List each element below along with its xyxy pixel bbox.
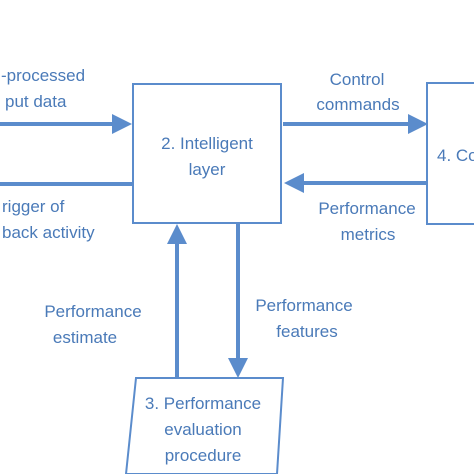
trigger-label-line2: back activity — [2, 223, 95, 242]
performance-metrics-label-line1: Performance — [318, 199, 415, 218]
evaluation-node: 3. Performance evaluation procedure — [124, 377, 285, 474]
performance-metrics-label-line2: metrics — [341, 225, 396, 244]
evaluation-box — [124, 377, 285, 474]
intelligent-layer-label-line1: 2. Intelligent — [161, 134, 253, 153]
control-commands-label-line1: Control — [330, 70, 385, 89]
evaluation-label-line3: procedure — [165, 446, 242, 465]
evaluation-label-line2: evaluation — [164, 420, 242, 439]
performance-estimate-arrow — [167, 224, 187, 378]
control-block-box — [426, 82, 474, 225]
performance-metrics-arrow — [284, 173, 427, 193]
evaluation-label-line1: 3. Performance — [145, 394, 261, 413]
performance-features-label-line2: features — [276, 322, 337, 341]
control-commands-arrow — [283, 114, 428, 134]
performance-estimate-label-line1: Performance — [44, 302, 141, 321]
intelligent-layer-box — [132, 83, 282, 224]
trigger-label-line1: rigger of — [2, 197, 65, 216]
preprocessed-input-label-line1: -processed — [1, 66, 85, 85]
control-commands-label-line2: commands — [316, 95, 399, 114]
preprocessed-input-arrow — [0, 114, 132, 134]
control-block-node: 4. Co — [426, 82, 474, 225]
performance-estimate-label-line2: estimate — [53, 328, 117, 347]
intelligent-layer-label-line2: layer — [189, 160, 226, 179]
preprocessed-input-label-line2: put data — [5, 92, 67, 111]
performance-features-label-line1: Performance — [255, 296, 352, 315]
performance-features-arrow — [228, 224, 248, 378]
intelligent-layer-node: 2. Intelligent layer — [132, 83, 282, 224]
control-block-label: 4. Co — [437, 146, 474, 165]
